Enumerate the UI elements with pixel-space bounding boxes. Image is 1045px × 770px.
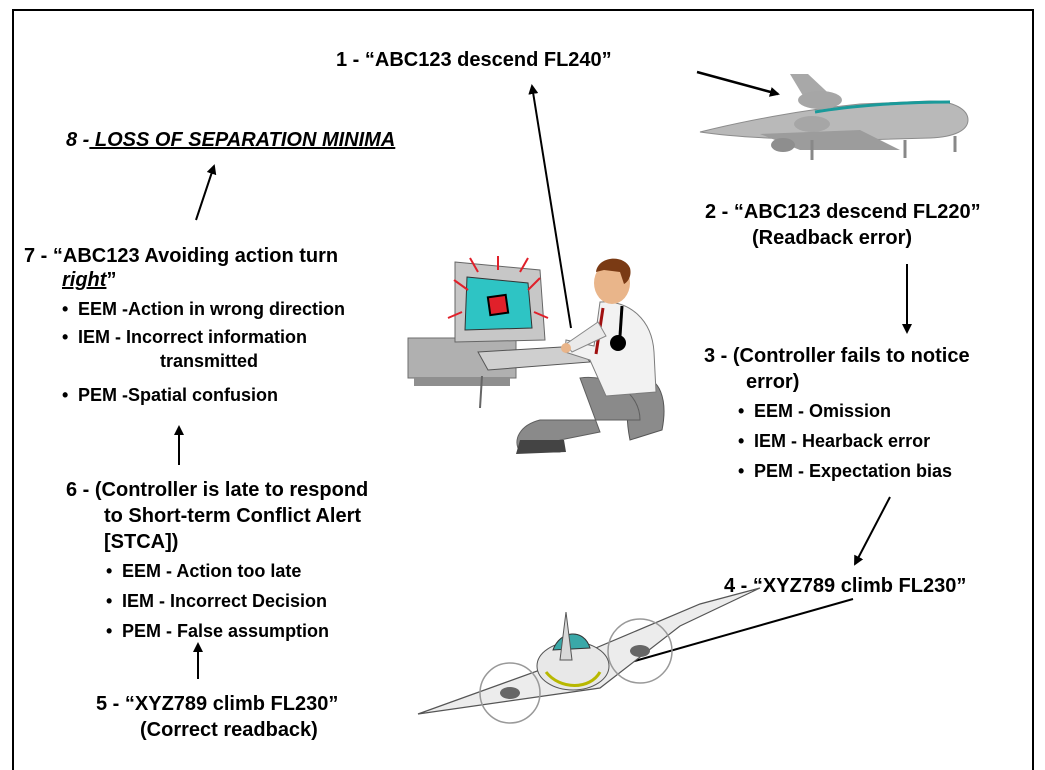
arrow-4-to-prop — [608, 598, 854, 671]
step-6-label-line2: to Short-term Conflict Alert — [104, 505, 362, 527]
step-6-item-text: PEM - False assumption — [122, 621, 330, 641]
step-7-item-text: IEM - Incorrect information — [78, 327, 308, 347]
controller-workstation-icon — [407, 256, 665, 454]
step-3-label-line2: error) — [746, 371, 800, 393]
step-7-item-2: • IEM - Incorrect information — [62, 326, 307, 348]
step-7-label: 7 - “ABC123 Avoiding action turn — [24, 245, 339, 267]
bullet: • — [62, 299, 69, 319]
bullet: • — [738, 461, 745, 481]
step-7-item-2-cont: transmitted — [160, 351, 259, 371]
step-3-label: 3 - (Controller fails to notice — [704, 345, 970, 367]
bullet: • — [106, 561, 113, 581]
bullet: • — [106, 591, 113, 611]
step-5-label: 5 - “XYZ789 climb FL230” — [96, 693, 339, 715]
step-6-item-1: • EEM - Action too late — [106, 560, 301, 582]
step-4-label: 4 - “XYZ789 climb FL230” — [724, 575, 967, 597]
diagram-frame — [12, 9, 1034, 770]
step-7-item-text: PEM -Spatial confusion — [78, 385, 279, 405]
step-6-item-text: IEM - Incorrect Decision — [122, 591, 328, 611]
step-7-item-3: • PEM -Spatial confusion — [62, 384, 278, 406]
step-6-label: 6 - (Controller is late to respond — [66, 479, 369, 501]
step-7-item-1: • EEM -Action in wrong direction — [62, 298, 345, 320]
step-6-item-text: EEM - Action too late — [122, 561, 302, 581]
bullet: • — [738, 431, 745, 451]
step-3-item-2: • IEM - Hearback error — [738, 430, 930, 452]
arrow-controller-to-1 — [528, 84, 572, 329]
step-7-quote-end: ” — [106, 269, 117, 291]
bullet: • — [106, 621, 113, 641]
arrow-1-to-jet — [696, 70, 780, 97]
step-2-subtitle: (Readback error) — [752, 227, 913, 249]
step-7-right-word: right — [62, 269, 107, 291]
step-3-item-text: EEM - Omission — [754, 401, 892, 421]
arrow-7-to-8 — [195, 164, 217, 221]
step-5-subtitle: (Correct readback) — [140, 719, 318, 741]
bullet: • — [62, 385, 69, 405]
step-1-label: 1 - “ABC123 descend FL240” — [336, 49, 612, 71]
step-6-label-line3: [STCA]) — [104, 531, 179, 553]
step-3-item-3: • PEM - Expectation bias — [738, 460, 952, 482]
step-3-item-text: IEM - Hearback error — [754, 431, 931, 451]
step-7-label-line2: right” — [62, 268, 116, 292]
step-8-text: LOSS OF SEPARATION MINIMA — [89, 129, 396, 151]
step-8-number: 8 - — [66, 129, 90, 151]
step-6-item-2: • IEM - Incorrect Decision — [106, 590, 327, 612]
bullet: • — [738, 401, 745, 421]
propeller-aircraft-icon — [417, 587, 761, 724]
step-3-item-text: PEM - Expectation bias — [754, 461, 953, 481]
arrow-3-to-4 — [854, 496, 891, 566]
step-3-item-1: • EEM - Omission — [738, 400, 891, 422]
step-7-item-text: EEM -Action in wrong direction — [78, 299, 345, 319]
bullet: • — [62, 327, 69, 347]
step-2-label: 2 - “ABC123 descend FL220” — [705, 201, 981, 223]
jet-aircraft-icon — [699, 74, 969, 160]
step-6-item-3: • PEM - False assumption — [106, 620, 329, 642]
step-8-label: 8 - LOSS OF SEPARATION MINIMA — [66, 128, 395, 152]
